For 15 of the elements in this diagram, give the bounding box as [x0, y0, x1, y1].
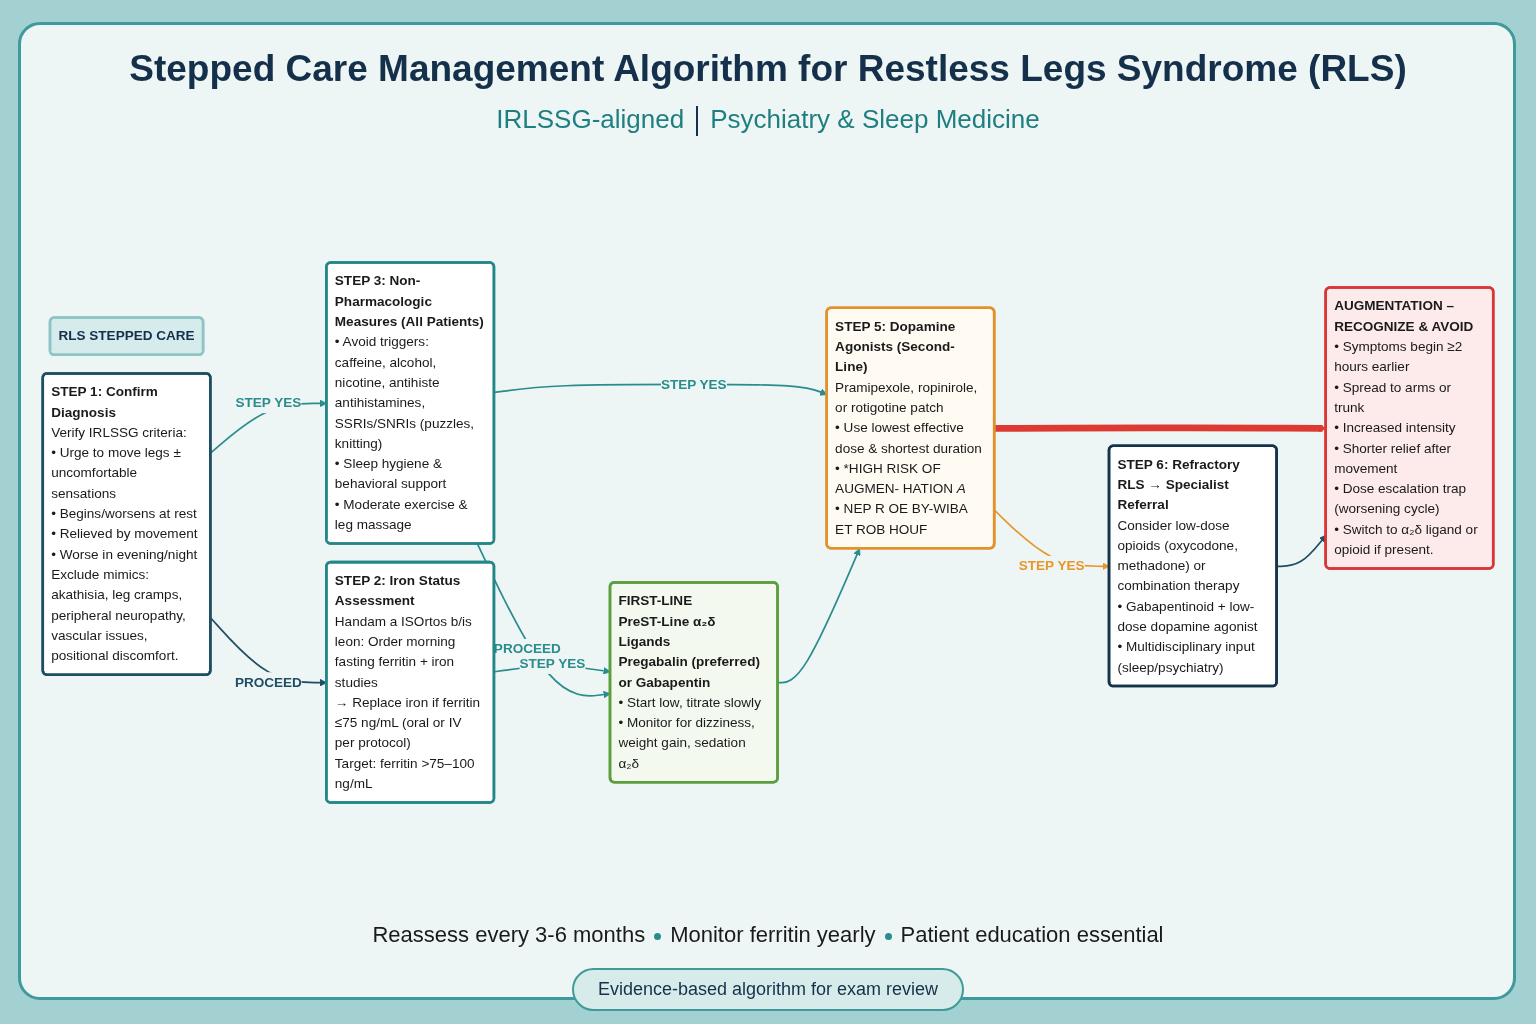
- edge-label: PROCEED: [234, 674, 302, 690]
- footer-note: Patient education essential: [900, 922, 1164, 947]
- footer-note: Monitor ferritin yearly: [670, 922, 876, 947]
- edge-label: STEP YES: [519, 656, 586, 671]
- diagram-title: Stepped Care Management Algorithm for Restless Legs Syndrome (RLS): [129, 48, 1407, 89]
- edge-label: PROCEED: [493, 641, 561, 656]
- arrow: [994, 424, 1327, 432]
- edge-label: STEP YES: [235, 395, 302, 410]
- subtitle-text: Psychiatry & Sleep Medicine: [710, 104, 1040, 134]
- arrow: [777, 548, 861, 684]
- edge-label: STEP YES: [660, 376, 727, 392]
- caption-tab: Evidence-based algorithm for exam review: [571, 968, 965, 1011]
- subtitle-text: IRLSSG-aligned: [496, 104, 685, 134]
- footer-note: Reassess every 3-6 months: [372, 922, 646, 947]
- edge-label: STEP YES: [1018, 558, 1085, 573]
